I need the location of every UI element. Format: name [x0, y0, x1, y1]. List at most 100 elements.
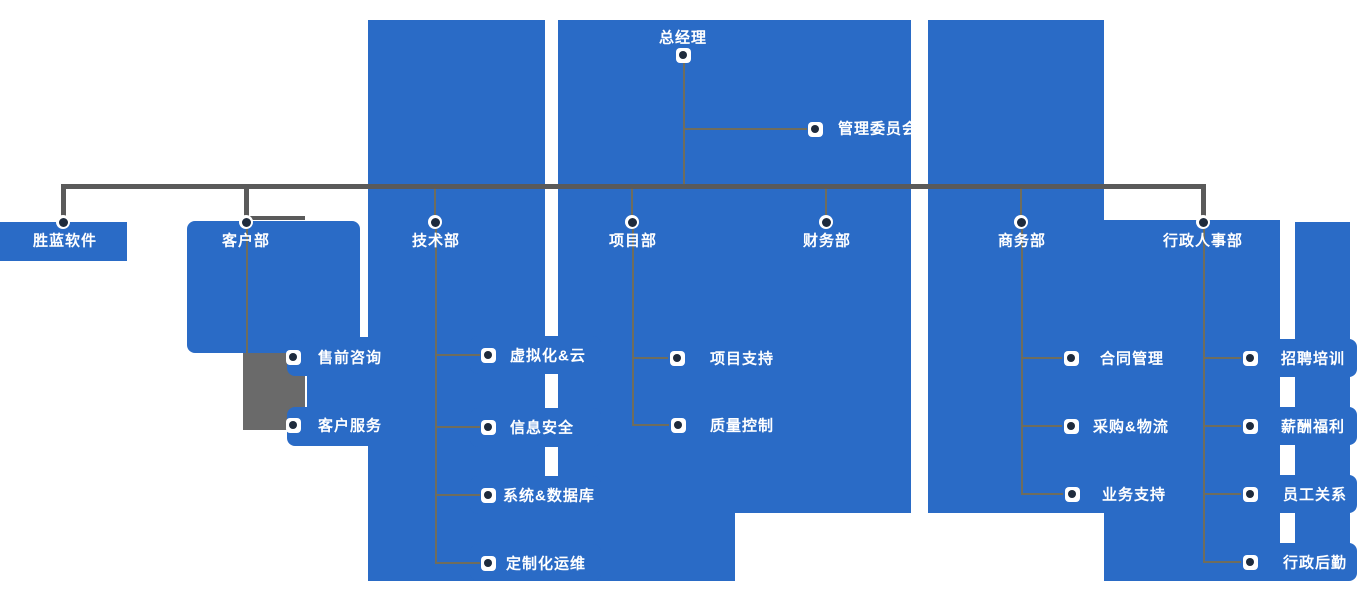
connector-line [632, 424, 669, 426]
connector-line [246, 229, 248, 353]
node-xiangmu-anchor-icon[interactable] [625, 215, 639, 229]
node-caiwu-label[interactable]: 财务部 [803, 232, 852, 250]
node-xiangmu-dot-icon [627, 217, 637, 227]
node-shouqian-dot-icon [289, 352, 297, 361]
node-kehu-anchor-icon[interactable] [239, 215, 253, 229]
node-zhichi-port-icon[interactable] [669, 350, 685, 366]
node-hetong-port-icon[interactable] [1063, 350, 1079, 366]
node-houqin-port-icon[interactable] [1242, 554, 1258, 570]
connector-line [1203, 561, 1241, 563]
node-shouqian-label[interactable]: 售前咨询 [318, 349, 383, 367]
node-houqin-label[interactable]: 行政后勤 [1283, 554, 1348, 572]
node-kefu-dot-icon [289, 420, 297, 429]
connector-line [825, 189, 827, 216]
node-ceo-label[interactable]: 总经理 [658, 29, 708, 47]
node-shangwu-label[interactable]: 商务部 [998, 232, 1047, 250]
node-jishu-dot-icon [430, 217, 440, 227]
node-xitong-dot-icon [484, 490, 492, 499]
node-zhiliang-port-icon[interactable] [670, 417, 686, 433]
connector-line [1203, 357, 1241, 359]
bg-panel [1104, 220, 1280, 581]
connector-line [435, 562, 480, 564]
node-yunwei-label[interactable]: 定制化运维 [506, 555, 587, 573]
connector-line [61, 184, 1206, 189]
node-ceo-dot-icon [679, 50, 687, 59]
node-yewu-label[interactable]: 业务支持 [1102, 486, 1167, 504]
connector-line [632, 229, 634, 425]
connector-line [248, 216, 305, 220]
connector-line [435, 229, 437, 563]
node-shouqian-port-icon[interactable] [285, 349, 301, 365]
node-box-kehu[interactable] [187, 221, 360, 353]
node-xinchou-label[interactable]: 薪酬福利 [1281, 418, 1346, 436]
node-caigou-port-icon[interactable] [1063, 418, 1079, 434]
node-kefu-port-icon[interactable] [285, 417, 301, 433]
connector-line [632, 357, 668, 359]
node-zhiliang-dot-icon [674, 420, 682, 429]
node-anquan-port-icon[interactable] [480, 419, 496, 435]
node-yunwei-dot-icon [484, 558, 492, 567]
node-xitong-port-icon[interactable] [480, 487, 496, 503]
connector-line [1203, 425, 1241, 427]
node-caiwu-anchor-icon[interactable] [819, 215, 833, 229]
node-hetong-label[interactable]: 合同管理 [1100, 350, 1165, 368]
connector-line [435, 494, 480, 496]
connector-line [683, 62, 685, 186]
node-shenglan-dot-icon [58, 217, 68, 227]
bg-panel [1295, 222, 1350, 580]
node-box-shouqian[interactable] [287, 337, 420, 376]
node-caiwu-dot-icon [821, 217, 831, 227]
connector-line [434, 189, 436, 216]
node-hetong-dot-icon [1067, 353, 1075, 362]
node-xinchou-dot-icon [1246, 421, 1254, 430]
node-xuni-port-icon[interactable] [480, 347, 496, 363]
node-anquan-label[interactable]: 信息安全 [510, 419, 575, 437]
connector-line [1021, 357, 1062, 359]
node-box-kefu[interactable] [287, 407, 420, 446]
node-kehu-label[interactable]: 客户部 [222, 232, 271, 250]
node-jishu-anchor-icon[interactable] [428, 215, 442, 229]
node-hr-anchor-icon[interactable] [1196, 215, 1210, 229]
connector-line [1020, 189, 1022, 216]
connector-line [1021, 229, 1023, 494]
node-anquan-dot-icon [484, 422, 492, 431]
node-shenglan-label[interactable]: 胜蓝软件 [33, 232, 98, 250]
node-zhaopin-dot-icon [1246, 353, 1254, 362]
node-yuangong-port-icon[interactable] [1242, 486, 1258, 502]
connector-line [61, 184, 66, 218]
node-xiangmu-label[interactable]: 项目部 [609, 232, 658, 250]
node-yewu-port-icon[interactable] [1064, 486, 1080, 502]
node-jishu-label[interactable]: 技术部 [412, 232, 461, 250]
node-shenglan-anchor-icon[interactable] [56, 215, 70, 229]
connector-line [1201, 184, 1206, 218]
node-committee-dot-icon [811, 124, 819, 133]
node-hr-label[interactable]: 行政人事部 [1163, 232, 1244, 250]
node-xuni-label[interactable]: 虚拟化&云 [510, 347, 586, 365]
node-caigou-label[interactable]: 采购&物流 [1093, 418, 1169, 436]
node-committee-port-icon[interactable] [807, 121, 823, 137]
bg-panel [928, 20, 1104, 513]
node-xinchou-port-icon[interactable] [1242, 418, 1258, 434]
node-zhiliang-label[interactable]: 质量控制 [710, 417, 775, 435]
node-shangwu-anchor-icon[interactable] [1014, 215, 1028, 229]
node-yuangong-label[interactable]: 员工关系 [1283, 486, 1348, 504]
node-caigou-dot-icon [1067, 421, 1075, 430]
connector-line [435, 426, 480, 428]
node-yewu-dot-icon [1068, 489, 1076, 498]
node-xitong-label[interactable]: 系统&数据库 [503, 487, 595, 505]
node-zhichi-label[interactable]: 项目支持 [710, 350, 775, 368]
node-zhaopin-port-icon[interactable] [1242, 350, 1258, 366]
node-ceo-port-icon[interactable] [675, 47, 691, 63]
node-committee-label[interactable]: 管理委员会 [838, 120, 919, 138]
node-kehu-dot-icon [241, 217, 251, 227]
connector-line [683, 128, 807, 130]
node-yunwei-port-icon[interactable] [480, 555, 496, 571]
node-hr-dot-icon [1198, 217, 1208, 227]
connector-line [631, 189, 633, 216]
node-kefu-label[interactable]: 客户服务 [318, 417, 383, 435]
node-zhaopin-label[interactable]: 招聘培训 [1281, 350, 1346, 368]
node-zhichi-dot-icon [673, 353, 681, 362]
connector-line [244, 184, 249, 218]
connector-line [1021, 425, 1062, 427]
